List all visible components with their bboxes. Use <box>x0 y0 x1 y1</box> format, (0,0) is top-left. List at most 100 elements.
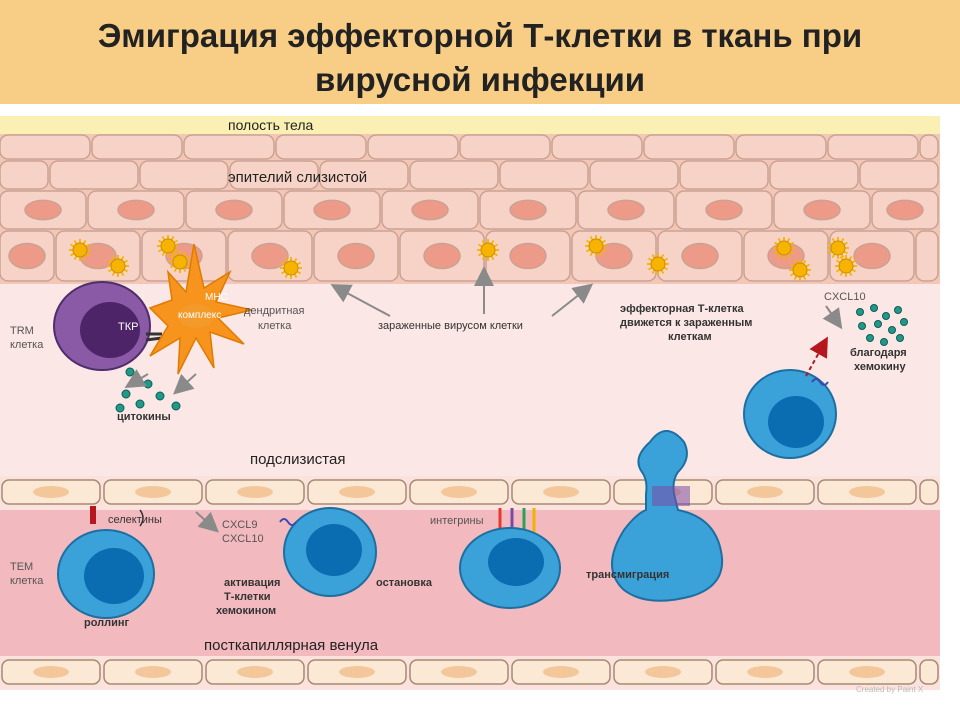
endothelium-top <box>1 479 939 505</box>
label-mhc-1: МНС <box>205 292 228 303</box>
label-infected-cells: зараженные вирусом клетки <box>378 320 523 332</box>
epithelial-nucleus <box>803 199 841 221</box>
body-cavity-band <box>0 116 940 136</box>
label-effector-1: эффекторная Т-клетка <box>620 303 744 315</box>
epithelial-cell <box>139 160 229 190</box>
label-selectins: селектины <box>108 514 162 526</box>
virus-icon <box>107 255 129 277</box>
label-trm-2: клетка <box>10 339 44 351</box>
chemokine-dot-icon <box>155 391 165 401</box>
epithelial-cell <box>827 134 919 160</box>
tcr-receptor-icon <box>145 332 163 342</box>
chemokine-dot-icon <box>135 399 145 409</box>
chemokine-dot-icon <box>896 334 904 342</box>
slide-title: Эмиграция эффекторной Т-клетки в ткань п… <box>0 14 960 102</box>
epithelial-nucleus <box>251 242 289 270</box>
chemokine-dot-icon <box>858 322 866 330</box>
label-venule: посткапиллярная венула <box>204 637 379 654</box>
epithelial-nucleus <box>423 242 461 270</box>
receptor-icon <box>279 518 297 526</box>
endothelial-cell <box>919 479 939 505</box>
epithelial-cell <box>919 134 939 160</box>
label-activation-3: хемокином <box>216 605 276 617</box>
epithelial-nucleus <box>8 242 46 270</box>
epithelial-nucleus <box>886 199 924 221</box>
label-chemokine-2: хемокину <box>854 361 906 373</box>
endothelial-nucleus <box>339 486 375 498</box>
endothelial-nucleus <box>849 666 885 678</box>
chemokine-dot-icon <box>125 367 135 377</box>
dendritic-cell <box>148 243 253 375</box>
chemokine-dot-icon <box>121 389 131 399</box>
chemokine-dot-icon <box>115 403 125 413</box>
label-dendritic-2: клетка <box>258 320 292 332</box>
virus-icon <box>169 251 191 273</box>
chemokine-dot-icon <box>882 312 890 320</box>
chemokine-dot-icon <box>880 338 888 346</box>
epithelial-cell <box>49 160 139 190</box>
chemokine-dot-icon <box>856 308 864 316</box>
endothelial-nucleus <box>441 666 477 678</box>
epithelial-nucleus <box>853 242 891 270</box>
label-activation-1: активация <box>224 577 280 589</box>
label-mhc-2: комплекс <box>178 310 221 321</box>
epithelial-nucleus <box>24 199 62 221</box>
endothelial-cell <box>919 659 939 685</box>
chemokine-dot-icon <box>870 304 878 312</box>
arrow-icon <box>330 284 391 317</box>
label-submucosa: подслизистая <box>250 451 345 468</box>
label-transmigration: трансмиграция <box>586 569 669 581</box>
epithelial-cell <box>859 160 939 190</box>
chemokine-dot-icon <box>874 320 882 328</box>
watermark: Created by Paint X <box>856 685 924 694</box>
epithelial-cell <box>183 134 275 160</box>
virus-icon <box>789 259 811 281</box>
label-arrest: остановка <box>376 577 433 589</box>
epithelial-nucleus <box>509 199 547 221</box>
selectin-receptor-icon <box>90 506 144 527</box>
chemokine-dot-icon <box>143 379 153 389</box>
chemokine-dot-icon <box>866 334 874 342</box>
endothelial-nucleus <box>747 666 783 678</box>
effector-t-cell <box>743 369 837 459</box>
label-activation-2: Т-клетки <box>224 591 271 603</box>
label-cxcl9: CXCL9 <box>222 519 257 531</box>
virus-icon <box>835 255 857 277</box>
endothelial-nucleus <box>33 666 69 678</box>
arrow-icon <box>195 511 219 533</box>
diagram: полость тела эпителий слизистой TRM клет… <box>0 112 960 720</box>
endothelial-nucleus <box>849 486 885 498</box>
epithelial-layer <box>0 134 939 282</box>
chemokine-dot-icon <box>171 401 181 411</box>
title-line-2: вирусной инфекции <box>314 61 646 98</box>
label-chemokine-1: благодаря <box>850 347 907 359</box>
virus-icon <box>647 253 669 275</box>
epithelial-cell <box>643 134 735 160</box>
epithelial-cell <box>679 160 769 190</box>
epithelial-cell <box>589 160 679 190</box>
epithelial-nucleus <box>337 242 375 270</box>
endothelial-nucleus <box>339 666 375 678</box>
virus-icon <box>477 239 499 261</box>
virus-icon <box>69 239 91 261</box>
epithelial-nucleus <box>117 199 155 221</box>
virus-icon <box>280 257 302 279</box>
label-dendritic-1: дендритная <box>244 305 305 317</box>
label-effector-3: клеткам <box>668 331 712 343</box>
arrow-icon <box>551 283 594 317</box>
virus-icon <box>827 237 849 259</box>
virus-icon <box>773 237 795 259</box>
epithelial-cell <box>459 134 551 160</box>
transmigrating-cell <box>611 430 724 602</box>
chemokine-dot-icon <box>900 318 908 326</box>
epithelial-cell <box>275 134 367 160</box>
title-line-1: Эмиграция эффекторной Т-клетки в ткань п… <box>97 17 863 54</box>
epithelial-nucleus <box>705 199 743 221</box>
epithelial-cell <box>499 160 589 190</box>
endothelial-nucleus <box>33 486 69 498</box>
chemokine-dot-icon <box>894 306 902 314</box>
label-cytokines: цитокины <box>117 411 171 423</box>
label-integrins: интегрины <box>430 515 484 527</box>
label-effector-2: движется к зараженным <box>620 317 752 329</box>
label-mucosal-epithelium: эпителий слизистой <box>228 169 367 186</box>
